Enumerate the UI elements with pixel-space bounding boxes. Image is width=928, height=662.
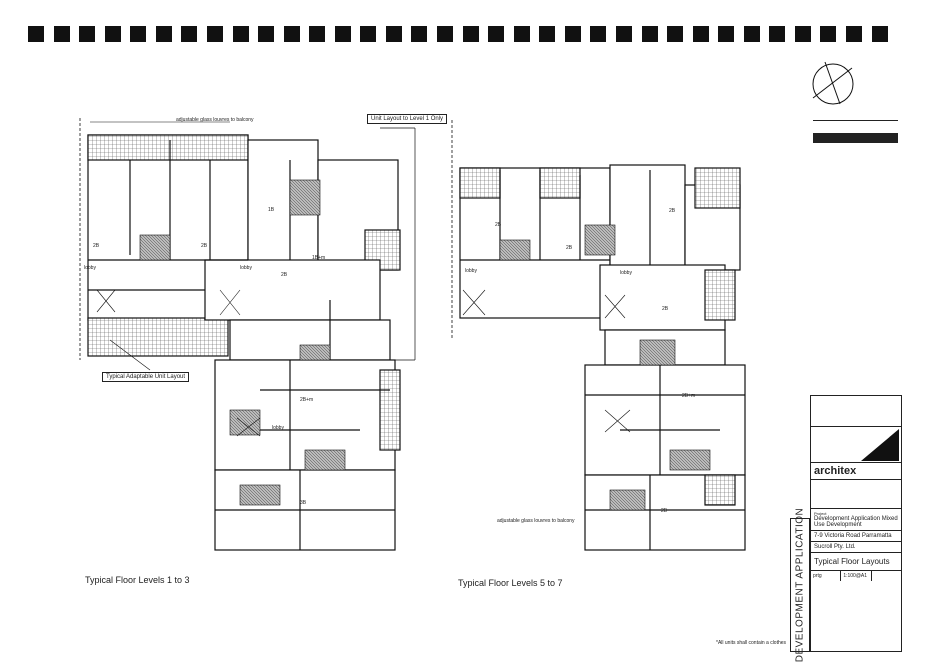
- right-plan-caption: Typical Floor Levels 5 to 7: [458, 578, 563, 588]
- unit-label: 2B: [93, 243, 100, 249]
- north-point-icon: [812, 61, 854, 105]
- project-address: 7-9 Victoria Road Parramatta: [811, 531, 901, 542]
- lobby-label: lobby: [272, 425, 284, 431]
- left-plan-caption: Typical Floor Levels 1 to 3: [85, 575, 190, 585]
- callout-unit-layout: Unit Layout to Level 1 Only: [367, 114, 448, 124]
- unit-label: 2B: [566, 245, 573, 251]
- annotation-bottom: adjustable glass louvres to balcony: [497, 518, 575, 524]
- client-name: Sucroll Pty. Ltd.: [811, 542, 901, 553]
- right-plan: [451, 120, 746, 551]
- unit-label: 2B+m: [682, 393, 696, 399]
- footnote: *All units shall contain a clothes: [716, 640, 787, 646]
- firm-logo: [811, 427, 901, 463]
- unit-label: 1B+m: [312, 255, 326, 261]
- drawn-by: prtg: [811, 571, 842, 581]
- unit-label: 2B: [201, 243, 208, 249]
- callout-adaptable-unit: Typical Adaptable Unit Layout: [102, 372, 190, 382]
- firm-name: architex: [811, 463, 901, 480]
- left-plan: [79, 118, 416, 551]
- vertical-title: DEVELOPMENT APPLICATION: [794, 507, 806, 662]
- notes-box: [813, 120, 898, 143]
- unit-label: 2B: [661, 508, 668, 514]
- lobby-label: lobby: [620, 270, 632, 276]
- lobby-label: lobby: [84, 265, 96, 271]
- vertical-title-strip: DEVELOPMENT APPLICATION: [790, 508, 810, 662]
- drawing-title: Typical Floor Layouts: [811, 553, 901, 571]
- scale: 1:100@A1: [841, 571, 872, 581]
- punch-strip: [28, 26, 888, 44]
- project-name: Development Application Mixed Use Develo…: [814, 516, 898, 528]
- annotation-top: adjustable glass louvres to balcony: [176, 117, 254, 123]
- unit-label: 2B: [495, 222, 502, 228]
- unit-label: 1B: [268, 207, 275, 213]
- lobby-label: lobby: [240, 265, 252, 271]
- lobby-label: lobby: [465, 268, 477, 274]
- unit-label: 2B: [669, 208, 676, 214]
- title-block: architex Project Development Application…: [810, 395, 902, 652]
- architex-logo-icon: [861, 429, 899, 461]
- unit-label: 2B+m: [300, 397, 314, 403]
- project-label: Project: [814, 511, 827, 516]
- unit-label: 3B: [300, 500, 307, 506]
- unit-label: 2B: [662, 306, 669, 312]
- unit-label: 2B: [281, 272, 288, 278]
